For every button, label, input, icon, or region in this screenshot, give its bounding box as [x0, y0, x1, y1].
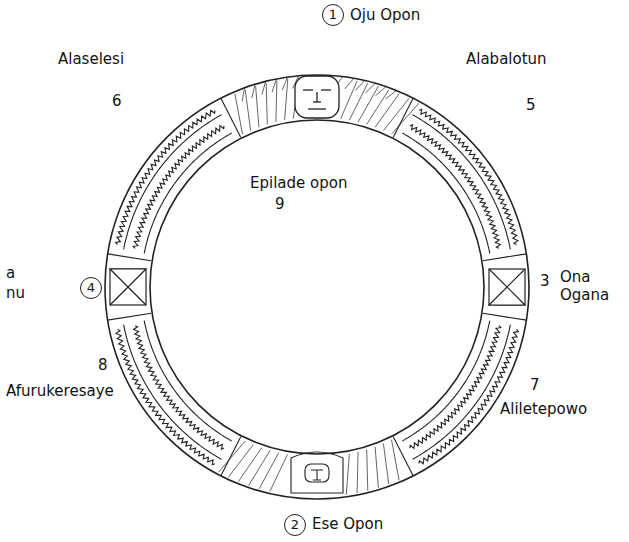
- carved-pattern: [238, 448, 261, 482]
- carved-pattern: [413, 325, 511, 460]
- carved-pattern: [383, 98, 409, 130]
- carved-pattern: [392, 103, 419, 134]
- carved-pattern: [252, 84, 255, 98]
- carved-pattern: [376, 87, 387, 96]
- carved-pattern: [345, 78, 354, 89]
- carved-pattern: [272, 79, 277, 92]
- carved-pattern: [483, 254, 526, 261]
- carved-pattern: [256, 86, 259, 127]
- carved-pattern: [116, 110, 215, 244]
- carved-pattern: [346, 454, 349, 495]
- carved-pattern: [259, 453, 279, 489]
- callout-number: 5: [526, 96, 536, 114]
- centre-circle: [149, 119, 485, 455]
- carved-pattern: [393, 437, 413, 476]
- carved-pattern: [221, 98, 241, 137]
- region-name: Epilade opon: [250, 174, 347, 192]
- callout-number: 8: [98, 356, 108, 374]
- part-name: Ona Ogana: [560, 268, 618, 304]
- part-name: Afurukeresaye: [6, 382, 114, 400]
- carved-pattern: [116, 329, 215, 464]
- carved-pattern: [341, 81, 357, 119]
- carved-pattern: [266, 83, 267, 124]
- carved-pattern: [108, 313, 151, 320]
- carved-pattern: [419, 109, 518, 244]
- carved-pattern: [282, 77, 287, 90]
- part-name: nu: [6, 284, 25, 302]
- carved-pattern: [358, 86, 378, 122]
- tray-centre: Epilade opon 9: [149, 119, 485, 455]
- carved-pattern: [385, 90, 396, 99]
- carved-pattern: [357, 452, 358, 493]
- callout-number: 2: [284, 514, 306, 536]
- callout-number: 6: [112, 92, 122, 110]
- carved-pattern: [124, 325, 222, 460]
- carved-pattern: [235, 94, 243, 135]
- callout-number: 9: [275, 195, 285, 213]
- carved-pattern: [245, 90, 250, 131]
- part-name: Oju Opon: [350, 6, 420, 24]
- callout-number: 3: [540, 272, 550, 290]
- carved-pattern: [349, 83, 367, 120]
- carved-pattern: [413, 115, 511, 250]
- carved-pattern: [262, 81, 266, 94]
- carved-pattern: [355, 80, 365, 90]
- carved-pattern: [276, 81, 277, 122]
- carved-pattern: [367, 90, 389, 125]
- carved-pattern: [218, 441, 245, 472]
- part-name: Aliletepowo: [500, 400, 587, 418]
- carved-pattern: [383, 444, 388, 485]
- carved-pattern: [249, 450, 271, 485]
- carved-pattern: [124, 115, 222, 250]
- part-name: Ese Opon: [312, 515, 383, 533]
- part-name: a: [6, 264, 15, 282]
- carved-pattern: [228, 445, 253, 478]
- carved-pattern: [221, 437, 241, 476]
- carved-pattern: [419, 329, 518, 463]
- carved-pattern: [270, 454, 288, 491]
- part-name: Alaselesi: [58, 50, 124, 68]
- carved-pattern: [367, 450, 368, 491]
- callout-number: 7: [530, 376, 540, 394]
- callout-number: 4: [80, 277, 102, 299]
- carved-pattern: [392, 440, 400, 481]
- carved-pattern: [108, 254, 151, 261]
- carved-pattern: [375, 94, 399, 128]
- callout-number: 1: [322, 4, 344, 26]
- carved-pattern: [365, 83, 375, 93]
- carved-pattern: [285, 79, 288, 120]
- carved-pattern: [375, 447, 378, 488]
- carved-pattern: [242, 88, 244, 102]
- carved-pattern: [483, 313, 526, 320]
- part-name: Alabalotun: [466, 50, 547, 68]
- carved-pattern: [393, 98, 413, 137]
